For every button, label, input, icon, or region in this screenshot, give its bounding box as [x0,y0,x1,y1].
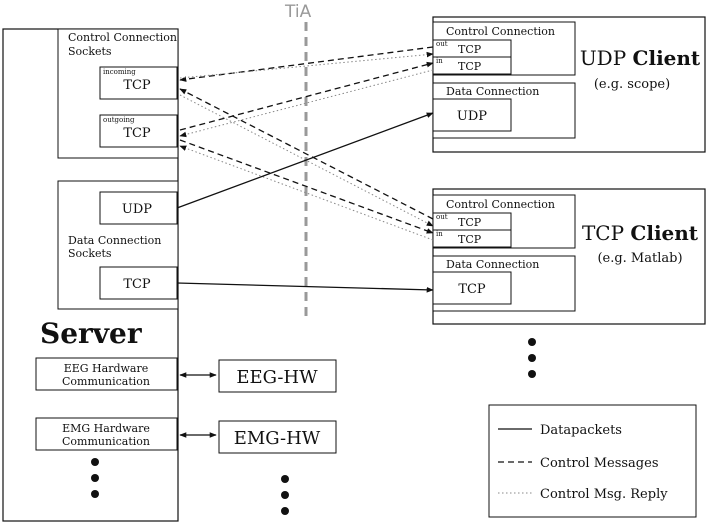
udp-client-in-tag: in [436,57,443,65]
emg-hw-label: EMG-HW [234,428,321,449]
eeg-comm-label-1: EEG Hardware [64,362,149,375]
tcp-client-in-tcp [432,229,512,248]
client-ellipsis-dot [528,354,536,362]
emg-comm-box [35,417,178,451]
tcp-client-tcp-socket [432,271,512,305]
udp-client-control-label: Control Connection [446,25,555,38]
legend-box [488,404,697,518]
eeg-comm-label-2: Communication [62,375,150,388]
udp-client-in-tcp-label: TCP [458,60,482,73]
server-data-tcp-socket [99,266,178,300]
server-ellipsis-dot [91,490,99,498]
server-incoming-tcp-socket [99,66,178,100]
udp-client-udp-label: UDP [457,109,487,124]
legend-control-reply-label: Control Msg. Reply [540,487,668,502]
tcp-client-title-bold: Client [630,221,698,245]
tcp-client-out-tag: out [436,213,448,221]
tia-label: TiA [284,2,312,22]
server-ellipsis-dot [91,458,99,466]
client-ellipsis-dot [528,370,536,378]
eeg-hw-box [218,359,337,393]
udp-client-subtitle: (e.g. scope) [594,77,670,92]
legend-control-messages-label: Control Messages [540,456,659,471]
udp-client-title: UDP Client [580,46,701,70]
udp-client-udp-socket [432,98,512,132]
legend-datapackets-label: Datapackets [540,423,622,438]
tcp-client-title: TCP Client [582,221,699,245]
emg-hw-box [218,420,337,454]
control-reply-arrow [179,94,434,227]
server-outgoing-tcp-label: TCP [123,126,151,141]
udp-datapacket-arrow [176,112,434,209]
udp-client-title-bold: Client [633,46,701,70]
control-reply-arrow [179,145,434,241]
tcp-client-control-label: Control Connection [446,198,555,211]
control-sockets-label-1: Control Connection [68,31,177,44]
tcp-client-data-label: Data Connection [446,258,539,271]
tcp-datapacket-arrow [176,282,434,293]
hw-ellipsis-dot [281,475,289,483]
eeg-hw-label: EEG-HW [236,367,318,388]
udp-client-out-tag: out [436,40,448,48]
server-incoming-tcp-label: TCP [123,78,151,93]
eeg-comm-box [35,357,178,391]
outgoing-tag: outgoing [103,116,135,124]
control-message-arrow [179,46,434,82]
server-outgoing-tcp-socket [99,114,178,148]
server-ellipsis-dot [91,474,99,482]
server-data-tcp-label: TCP [123,277,151,292]
control-sockets-label-2: Sockets [68,45,112,58]
tcp-client-in-tcp-label: TCP [458,233,482,246]
hw-ellipsis-dot [281,507,289,515]
incoming-tag: incoming [103,68,136,76]
control-message-arrow [179,139,434,234]
tcp-client-subtitle: (e.g. Matlab) [597,251,682,266]
hw-ellipsis-dot [281,491,289,499]
data-sockets-label-1: Data Connection [68,234,161,247]
udp-client-out-tcp-label: TCP [458,43,482,56]
emg-comm-label-1: EMG Hardware [62,422,150,435]
control-message-arrow [179,88,434,220]
server-udp-label: UDP [122,202,152,217]
tcp-client-in-tag: in [436,230,443,238]
data-sockets-label-2: Sockets [68,247,112,260]
control-message-arrow [179,61,434,131]
tcp-client-title-prefix: TCP [582,221,624,245]
client-ellipsis-dot [528,338,536,346]
server-title: Server [40,317,143,350]
tcp-client-out-tcp-label: TCP [458,216,482,229]
emg-comm-label-2: Communication [62,435,150,448]
udp-client-title-prefix: UDP [580,46,626,70]
tcp-client-tcp-label: TCP [458,282,486,297]
udp-client-data-label: Data Connection [446,85,539,98]
